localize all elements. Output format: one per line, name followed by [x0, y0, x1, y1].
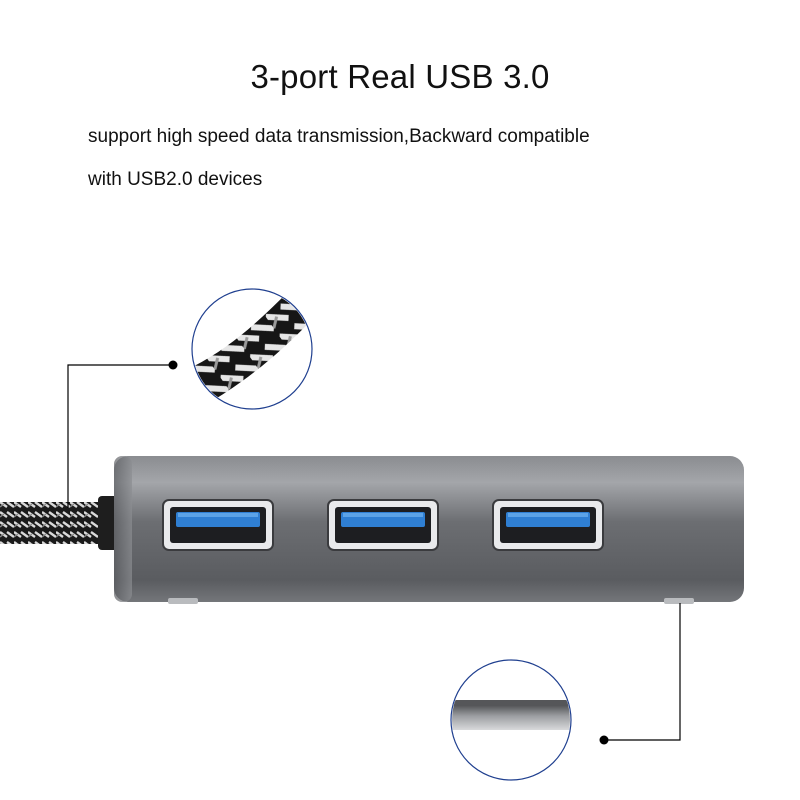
braided-cable — [0, 496, 118, 550]
usb-port-group — [162, 499, 604, 551]
usb-port-2 — [327, 499, 439, 551]
callout-edge-detail — [450, 603, 681, 781]
rubber-foot-right — [664, 598, 694, 604]
feature-description-line-1: support high speed data transmission,Bac… — [88, 126, 590, 147]
usb-port-1 — [162, 499, 274, 551]
feature-description-line-2: with USB2.0 devices — [88, 169, 263, 190]
usb-port-3 — [492, 499, 604, 551]
callout-cable-detail — [67, 288, 313, 508]
headline-title: 3-port Real USB 3.0 — [250, 58, 550, 95]
rubber-foot-left — [168, 598, 198, 604]
